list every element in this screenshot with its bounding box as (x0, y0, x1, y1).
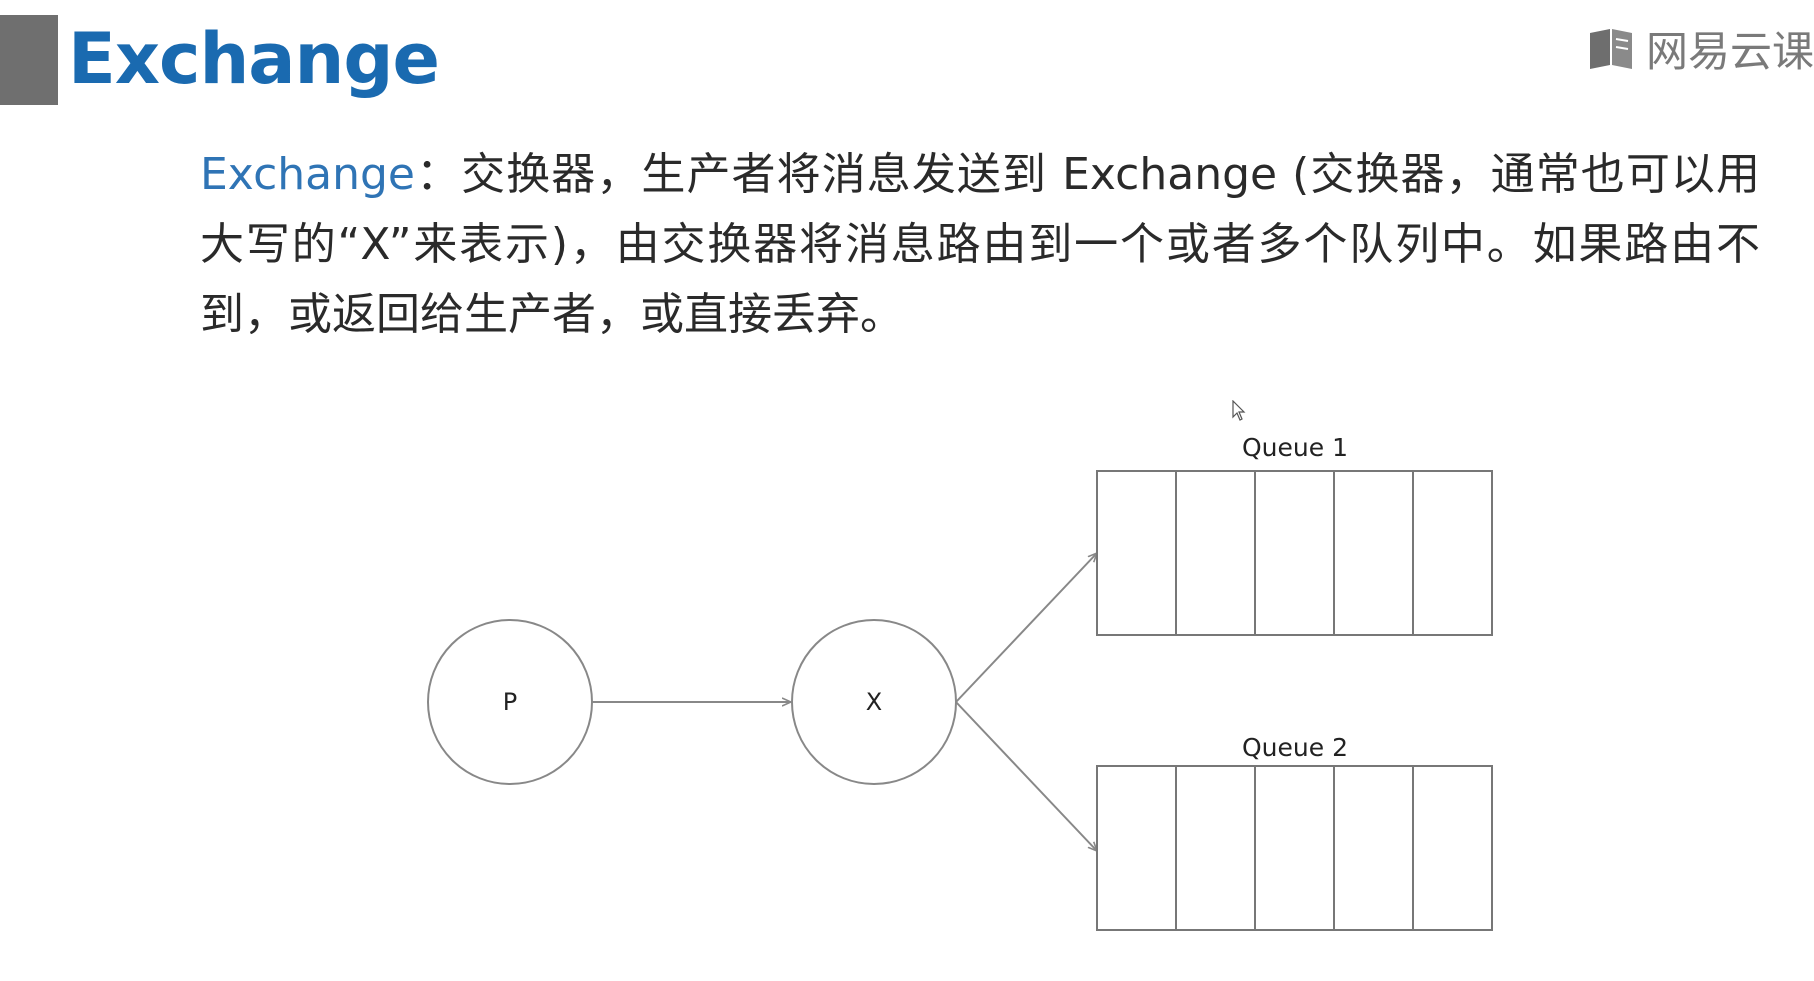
brand-logo: 网易云课 (1586, 18, 1814, 78)
book-icon (1589, 29, 1632, 69)
page-title: Exchange (68, 18, 440, 100)
queue-1: Queue 1 (1096, 433, 1493, 636)
description-term: Exchange (200, 149, 415, 200)
mouse-cursor-icon (1232, 400, 1246, 421)
arrow-exchange-to-queue-1 (955, 553, 1097, 703)
queue-2: Queue 2 (1096, 733, 1493, 931)
producer-node: P (427, 619, 593, 785)
title-accent-bar (0, 15, 58, 105)
queue-2-label: Queue 2 (1242, 733, 1348, 762)
exchange-node: X (791, 619, 957, 785)
exchange-description: Exchange：交换器，生产者将消息发送到 Exchange (交换器，通常也… (200, 140, 1760, 350)
brand-name: 网易云课 (1645, 26, 1814, 76)
description-body: ：交换器，生产者将消息发送到 Exchange (交换器，通常也可以用大写的“X… (200, 149, 1760, 340)
exchange-label: X (866, 688, 882, 716)
producer-label: P (503, 688, 517, 716)
queue-1-label: Queue 1 (1242, 433, 1348, 462)
arrow-exchange-to-queue-2 (955, 701, 1097, 851)
